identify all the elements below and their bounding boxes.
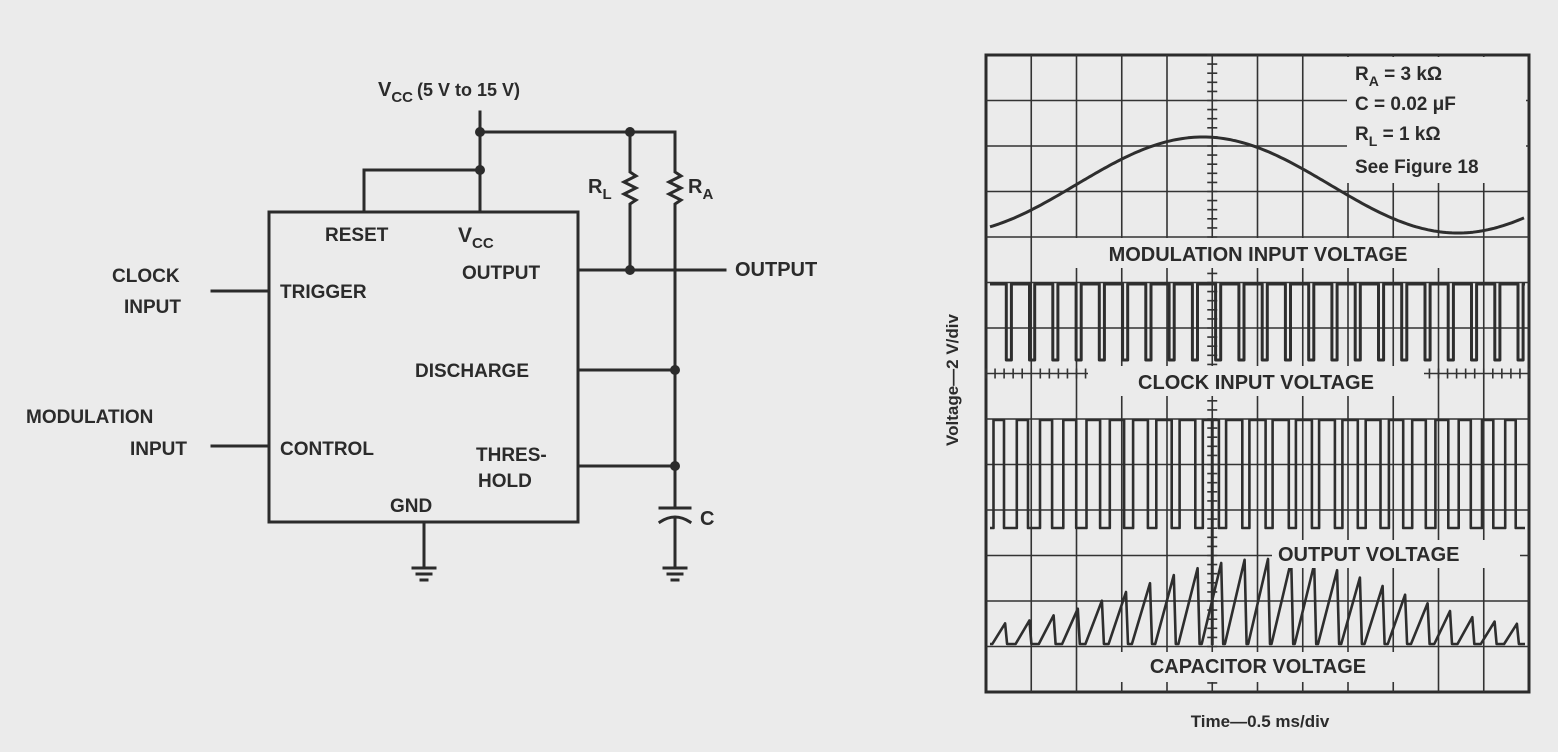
output-pin-label: OUTPUT xyxy=(462,263,541,284)
note-rl: RL = 1 kΩ xyxy=(1355,124,1441,149)
note-ra: RA = 3 kΩ xyxy=(1355,64,1442,89)
clock-trace xyxy=(990,282,1525,362)
vcc-junction-dot xyxy=(475,127,485,137)
modulation-input-label-2: INPUT xyxy=(130,439,187,460)
threshold-pin-label-1: THRES- xyxy=(476,445,547,466)
threshold-junction-dot xyxy=(670,461,680,471)
note-figure-ref: See Figure 18 xyxy=(1355,157,1479,178)
capacitor-trace-label: CAPACITOR VOLTAGE xyxy=(1150,656,1366,678)
vcc-supply-label: VCC(5 V to 15 V) xyxy=(378,79,520,106)
output-trace-label: OUTPUT VOLTAGE xyxy=(1278,544,1459,566)
clock-input-label-1: CLOCK xyxy=(112,266,180,287)
clock-label-mask xyxy=(1088,366,1424,396)
clock-trace-label: CLOCK INPUT VOLTAGE xyxy=(1138,372,1374,394)
gnd-pin-label: GND xyxy=(390,496,432,517)
trigger-pin-label: TRIGGER xyxy=(280,282,367,303)
chip-ground-icon xyxy=(411,566,437,582)
capacitor-ground-icon xyxy=(662,566,688,582)
rl-resistor xyxy=(620,130,640,272)
oscilloscope-display: RA = 3 kΩ C = 0.02 μF RL = 1 kΩ See Figu… xyxy=(943,53,1531,731)
ra-resistor xyxy=(665,130,685,510)
ra-label: RA xyxy=(688,176,713,203)
capacitor-label-mask xyxy=(1112,652,1404,682)
schematic: VCC(5 V to 15 V) RL RA RESET VCC OUTPUT … xyxy=(26,79,817,582)
settings-note-box xyxy=(1347,57,1526,183)
output-terminal-label: OUTPUT xyxy=(735,259,817,281)
modulation-label-mask xyxy=(1058,238,1458,268)
output-label-mask xyxy=(1272,540,1520,568)
control-pin-label: CONTROL xyxy=(280,439,374,460)
time-axis-label: Time—0.5 ms/div xyxy=(1191,712,1330,731)
capacitor-trace xyxy=(990,557,1525,646)
capacitor-label: C xyxy=(700,508,714,530)
modulation-trace xyxy=(989,135,1525,235)
modulation-input-label-1: MODULATION xyxy=(26,407,153,428)
modulation-trace-label: MODULATION INPUT VOLTAGE xyxy=(1109,244,1408,266)
rl-label: RL xyxy=(588,176,612,203)
output-junction-dot xyxy=(625,265,635,275)
clock-input-label-2: INPUT xyxy=(124,297,181,318)
discharge-pin-label: DISCHARGE xyxy=(415,361,529,382)
vcc-pin-label: VCC xyxy=(458,224,494,252)
reset-junction-dot xyxy=(475,165,485,175)
voltage-axis-label: Voltage—2 V/div xyxy=(943,313,962,445)
reset-pin-label: RESET xyxy=(325,225,389,246)
threshold-pin-label-2: HOLD xyxy=(478,471,532,492)
reset-tie-wire xyxy=(362,168,482,214)
note-c: C = 0.02 μF xyxy=(1355,94,1456,115)
output-trace xyxy=(990,418,1525,530)
discharge-junction-dot xyxy=(670,365,680,375)
